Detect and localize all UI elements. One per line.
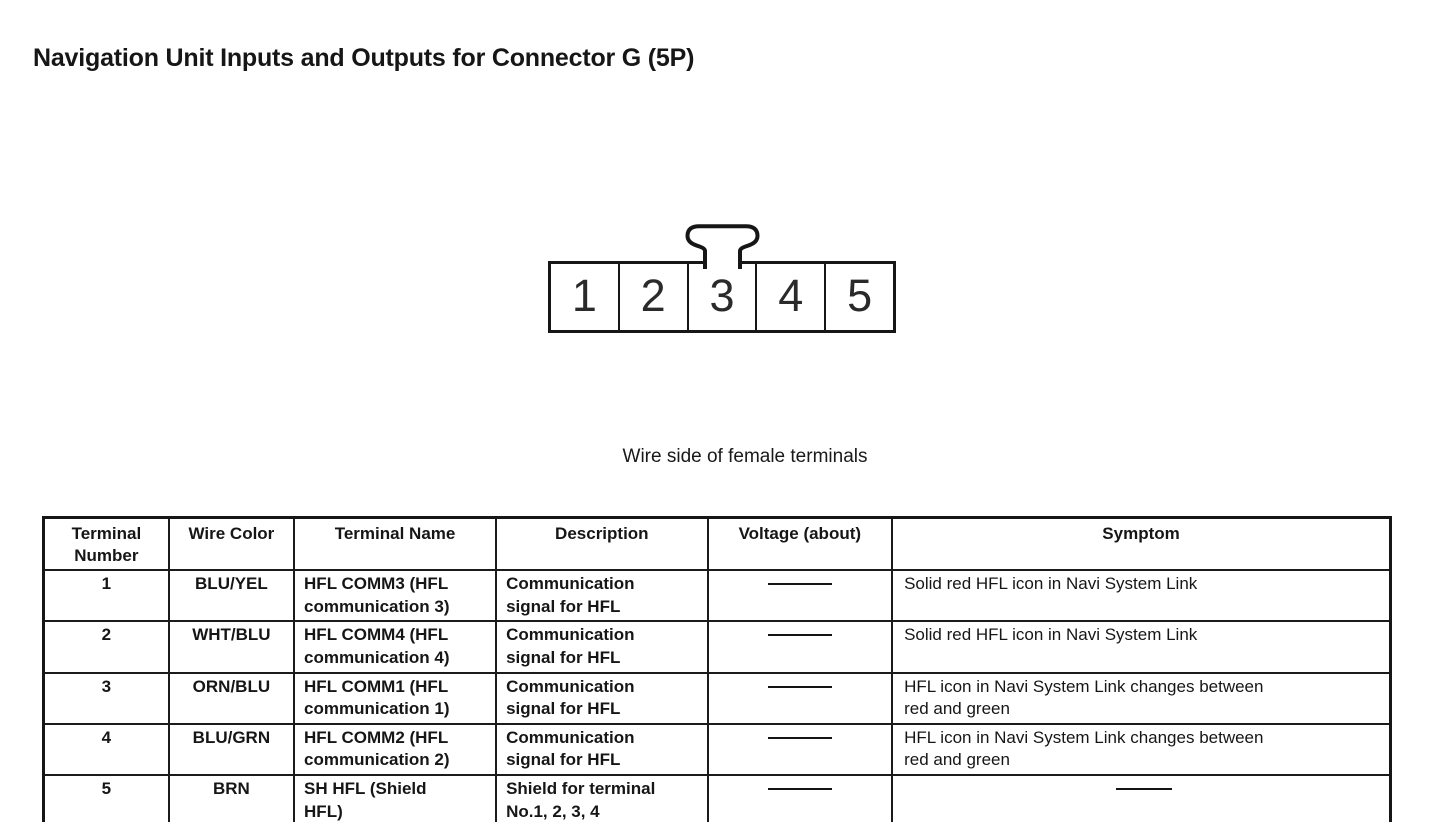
column-header-voltage-about: Voltage (about) — [706, 516, 894, 572]
cell-description: Communication signal for HFL — [495, 671, 709, 725]
cell-terminal_name: SH HFL (Shield HFL) — [293, 774, 498, 822]
dash-rule — [767, 788, 832, 791]
cell-wire_color: WHT/BLU — [167, 620, 296, 674]
cell-symptom: HFL icon in Navi System Link changes bet… — [891, 722, 1392, 777]
cell-wire_color: ORN/BLU — [167, 671, 296, 725]
cell-terminal_number: 1 — [42, 569, 170, 623]
cell-voltage — [706, 620, 894, 674]
cell-terminal_number: 3 — [42, 671, 170, 725]
cell-wire_color: BRN — [167, 774, 296, 822]
dash-rule — [767, 736, 832, 739]
cell-symptom: Solid red HFL icon in Navi System Link — [891, 620, 1392, 674]
connector-terminal-4: 4 — [757, 264, 827, 330]
cell-symptom: HFL icon in Navi System Link changes bet… — [891, 671, 1392, 725]
dash-rule — [767, 685, 832, 688]
cell-wire_color: BLU/GRN — [167, 722, 296, 777]
connector-terminal-3: 3 — [689, 264, 758, 330]
cell-symptom — [891, 774, 1392, 822]
connector-caption: Wire side of female terminals — [622, 446, 868, 467]
connector-latch-tab-icon — [685, 224, 760, 269]
column-header-description: Description — [495, 516, 709, 572]
cell-description: Communication signal for HFL — [495, 722, 709, 777]
column-header-symptom: Symptom — [891, 516, 1392, 572]
page-title: Navigation Unit Inputs and Outputs for C… — [33, 43, 695, 72]
cell-voltage — [706, 774, 894, 822]
connector-terminal-1: 1 — [551, 264, 620, 330]
cell-voltage — [706, 671, 894, 725]
connector-terminal-2: 2 — [620, 264, 689, 330]
cell-terminal_number: 4 — [42, 722, 170, 777]
cell-description: Communication signal for HFL — [495, 569, 709, 623]
cell-voltage — [706, 569, 894, 623]
cell-terminal_name: HFL COMM3 (HFL communication 3) — [293, 569, 498, 623]
cell-terminal_number: 2 — [42, 620, 170, 674]
cell-description: Shield for terminal No.1, 2, 3, 4 — [495, 774, 709, 822]
cell-voltage — [706, 722, 894, 777]
cell-wire_color: BLU/YEL — [167, 569, 296, 623]
cell-symptom: Solid red HFL icon in Navi System Link — [891, 569, 1392, 623]
column-header-terminal-name: Terminal Name — [293, 516, 498, 572]
dash-rule — [1115, 788, 1172, 791]
dash-rule — [767, 634, 832, 637]
column-header-terminal-number: Terminal Number — [42, 516, 170, 572]
cell-description: Communication signal for HFL — [495, 620, 709, 674]
cell-terminal_name: HFL COMM2 (HFL communication 2) — [293, 722, 498, 777]
column-header-wire-color: Wire Color — [167, 516, 296, 572]
cell-terminal_number: 5 — [42, 774, 170, 822]
dash-rule — [767, 583, 832, 586]
cell-terminal_name: HFL COMM4 (HFL communication 4) — [293, 620, 498, 674]
cell-terminal_name: HFL COMM1 (HFL communication 1) — [293, 671, 498, 725]
connector-terminal-5: 5 — [847, 269, 873, 321]
